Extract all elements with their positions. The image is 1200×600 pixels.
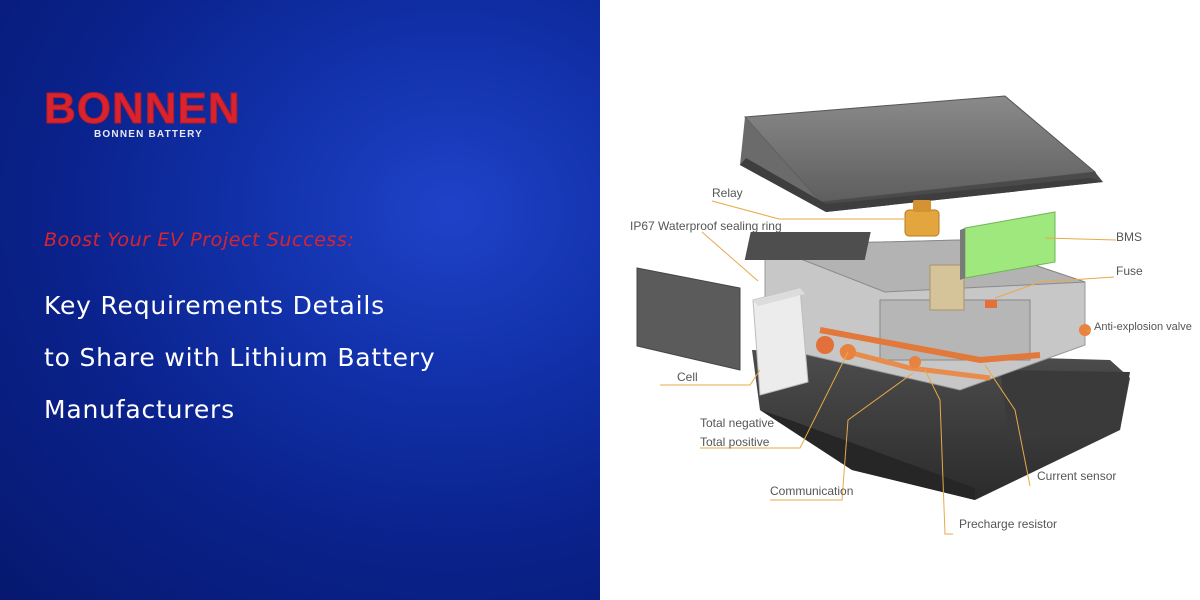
label-ip67: IP67 Waterproof sealing ring [630,219,782,233]
logo-wordmark: BONNEN [44,84,241,133]
label-fuse: Fuse [1116,264,1143,278]
tagline: Boost Your EV Project Success: [44,229,355,251]
relay-component [904,200,940,237]
label-anti-explosion-valve: Anti-explosion valve [1094,321,1192,333]
brand-logo: BONNEN BONNEN BATTERY [44,84,260,146]
lid [740,95,1103,212]
bms-component [960,211,1056,280]
headline-line-1: Key Requirements Details [44,291,385,320]
callout-lines [660,200,1117,535]
battery-pack-exploded-diagram: Relay IP67 Waterproof sealing ring BMS F… [630,95,1192,535]
promo-panel: BONNEN BONNEN BATTERY Boost Your EV Proj… [0,0,600,600]
cell-component [752,287,809,396]
battery-module [744,232,1091,391]
side-plate [636,267,741,371]
label-total-positive: Total positive [700,435,770,449]
headline-line-3: Manufacturers [44,395,235,424]
label-bms: BMS [1116,230,1142,244]
headline: Key Requirements Details to Share with L… [44,280,584,436]
headline-line-2: to Share with Lithium Battery [44,343,436,372]
label-relay: Relay [712,186,743,200]
label-cell: Cell [677,370,698,384]
label-communication: Communication [770,484,853,498]
logo-subtitle: BONNEN BATTERY [94,129,204,140]
label-precharge-resistor: Precharge resistor [959,517,1057,531]
label-total-negative: Total negative [700,416,774,430]
label-current-sensor: Current sensor [1037,469,1116,483]
